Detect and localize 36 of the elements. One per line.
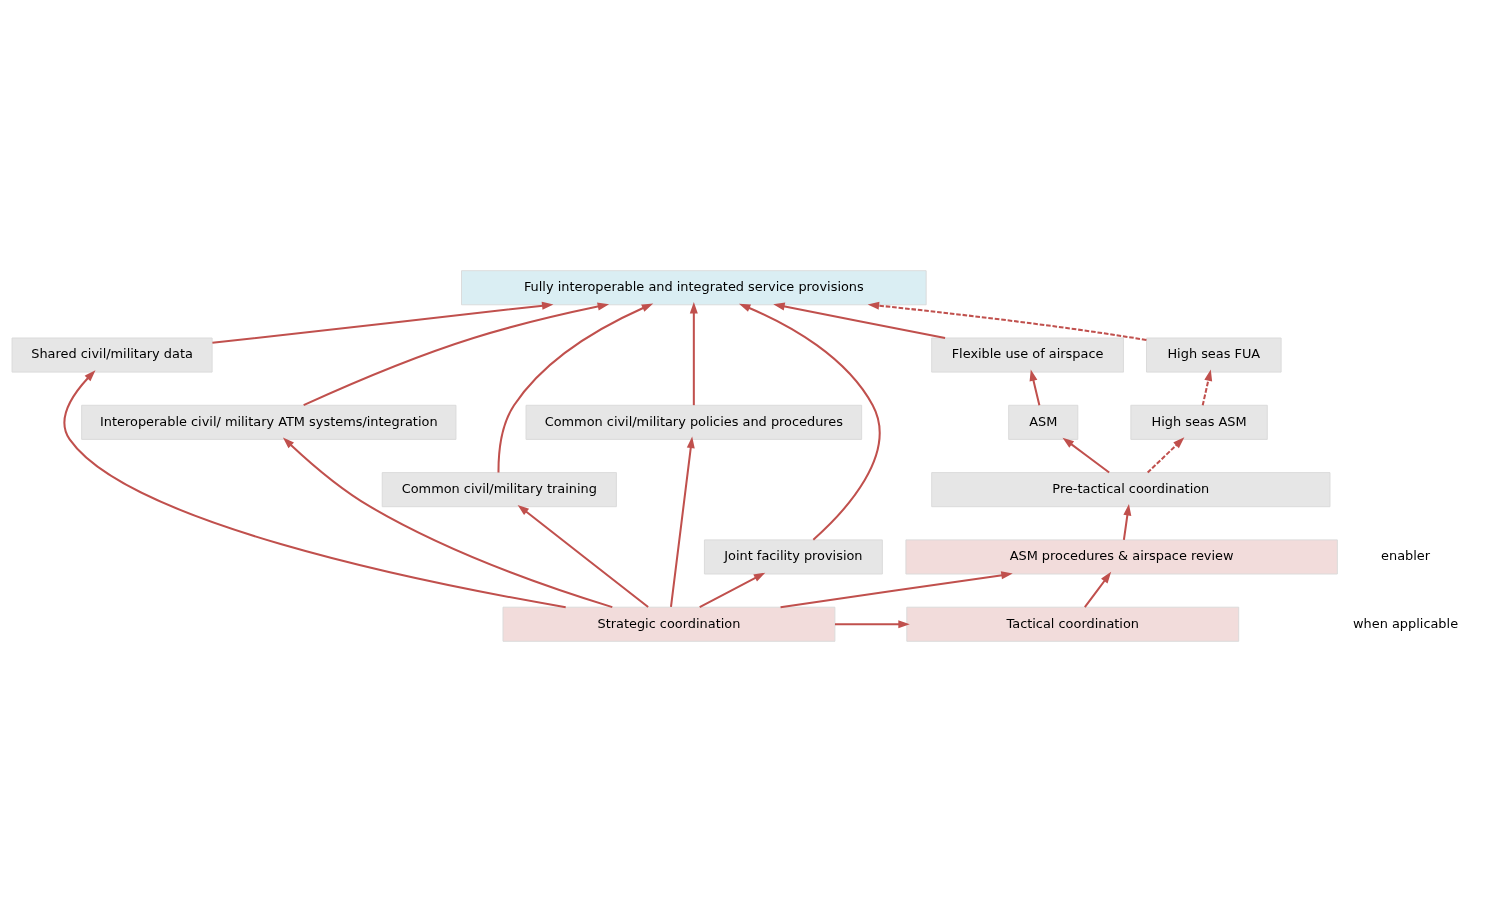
arrow: [1122, 503, 1132, 540]
node-box: Joint facility provision: [703, 539, 883, 575]
arrow: [1029, 369, 1041, 406]
arrow: [780, 571, 1013, 609]
node-box: High seas FUA: [1146, 337, 1282, 373]
arrow: [834, 620, 910, 629]
arrow: [738, 303, 881, 541]
node-box: Common civil/military training: [381, 472, 617, 508]
arrow: [517, 504, 649, 608]
node-box: Common civil/military policies and procedures: [525, 404, 863, 440]
node-box: Flexible use of airspace: [931, 337, 1124, 373]
arrow: [1062, 437, 1110, 474]
legend-label: enabler: [1381, 548, 1431, 564]
node-box: Pre-tactical coordination: [931, 472, 1331, 508]
arrow: [699, 572, 766, 609]
arrow: [303, 302, 610, 407]
arrow: [1201, 369, 1213, 406]
arrow: [689, 302, 698, 406]
arrow: [867, 301, 1147, 341]
node-box: Strategic coordination: [502, 606, 836, 642]
arrow: [282, 437, 613, 609]
node-box: Shared civil/military data: [11, 337, 213, 373]
arrow: [212, 301, 554, 344]
arrow: [1084, 571, 1112, 608]
arrow: [773, 302, 946, 339]
legend-label: when applicable: [1353, 615, 1459, 631]
arrow: [497, 303, 654, 473]
arrow: [1147, 437, 1185, 474]
node-box: ASM: [1008, 404, 1079, 440]
node-box: Fully interoperable and integrated service provisions: [461, 270, 927, 306]
arrow: [63, 370, 566, 609]
node-box: Interoperable civil/ military ATM systems/integration: [81, 404, 457, 440]
node-box: High seas ASM: [1130, 404, 1268, 440]
arrow: [669, 436, 695, 608]
node-box: Tactical coordination: [906, 606, 1240, 642]
node-box: ASM procedures & airspace review: [905, 539, 1338, 575]
